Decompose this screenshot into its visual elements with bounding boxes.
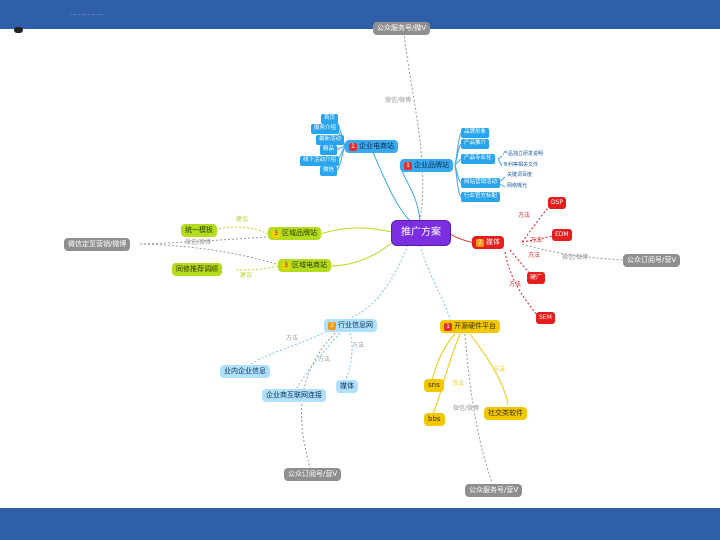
social-child[interactable]: 社交类软件	[484, 407, 527, 420]
branch-brand[interactable]: 1 企业品牌站	[400, 159, 453, 172]
priority-badge: 3	[272, 229, 280, 238]
industry-child[interactable]: 业内企业信息	[220, 365, 270, 378]
edge-label-wechat: 微信/微博	[562, 254, 589, 261]
edge-label-method: 方法	[452, 380, 465, 387]
industry-child[interactable]: 媒体	[336, 380, 358, 393]
central-topic[interactable]: 推广方案	[392, 221, 450, 245]
edge-region-brand	[319, 227, 393, 235]
brand-child[interactable]: 产品推介	[461, 139, 490, 149]
social-public-account-node[interactable]: 公众服务号/营V	[465, 484, 523, 497]
brand-product-detail: 专利等相关文件	[503, 162, 539, 168]
branch-social-label: 开源硬件平台	[454, 322, 496, 330]
branch-region-shop[interactable]: 3 区域电商站	[278, 259, 331, 272]
logo-mark	[14, 27, 23, 33]
priority-badge: 1	[444, 322, 452, 331]
media-child[interactable]: EDM	[552, 229, 572, 241]
new-shop-node[interactable]: 同修推荐调顺	[172, 263, 222, 276]
media-child[interactable]: 硬广	[527, 272, 546, 284]
priority-badge: 2	[476, 238, 484, 247]
branch-social[interactable]: 1 开源硬件平台	[440, 320, 500, 333]
edge-top	[403, 32, 424, 222]
edge-label-suggest: 建议	[240, 272, 253, 279]
brand-child[interactable]: 行业官方标配	[461, 192, 501, 202]
branch-region-brand-label: 区域品牌站	[282, 229, 317, 237]
b2c-child[interactable]: 线下活动介绍	[300, 156, 340, 166]
branch-industry-label: 行业信息网	[338, 321, 373, 329]
bottom-banner	[0, 508, 720, 540]
b2c-child[interactable]: 微信	[320, 166, 338, 176]
edge-label-method: 方法	[509, 281, 522, 288]
b2c-child[interactable]: 精品	[320, 145, 338, 155]
edge-label-method: 方法	[318, 356, 331, 363]
branch-region-brand[interactable]: 3 区域品牌站	[268, 227, 321, 240]
edge-label-method: 方法	[493, 366, 506, 373]
top-banner: ..... ....... ...... .....	[0, 0, 720, 29]
edge-label-method: 方法	[286, 335, 299, 342]
priority-badge: 1	[404, 161, 412, 170]
top-public-account-node[interactable]: 公众服务号/微V	[373, 22, 431, 35]
b2c-child[interactable]: 首页	[321, 114, 339, 124]
priority-badge: 1	[349, 142, 357, 151]
branch-industry[interactable]: 2 行业信息网	[324, 319, 377, 332]
edge-label-wechat: 微信/微博	[453, 405, 480, 412]
industry-child[interactable]: 企业商互联网连接	[262, 389, 326, 402]
b2c-child[interactable]: 服务介绍	[311, 124, 340, 134]
unified-template-node[interactable]: 统一模板	[181, 224, 217, 237]
banner-caption: ..... ....... ...... .....	[70, 11, 104, 16]
edge-label-method: 方法	[530, 237, 543, 244]
brand-product-detail: 产品独立研发说明	[503, 151, 544, 157]
top-edge-label: 微信/微博	[385, 97, 412, 104]
branch-b2c[interactable]: 1 企业电商站	[345, 140, 398, 153]
branch-b2c-label: 企业电商站	[359, 142, 394, 150]
social-child[interactable]: sns	[424, 379, 444, 392]
wechat-mall-node[interactable]: 微信定至营销/微博	[64, 238, 131, 251]
branch-media[interactable]: 2 媒体	[472, 236, 504, 249]
brand-child[interactable]: 品牌形象	[461, 128, 490, 138]
branch-region-shop-label: 区域电商站	[292, 261, 327, 269]
branch-media-label: 媒体	[486, 238, 500, 246]
media-child[interactable]: SEM	[536, 312, 555, 324]
b2c-child[interactable]: 最新活动	[316, 135, 345, 145]
brand-child[interactable]: 网站营销活动	[461, 178, 501, 188]
media-child[interactable]: DSP	[548, 197, 567, 209]
edge-region-shop	[329, 239, 396, 267]
media-public-account-node[interactable]: 公众订阅号/营V	[623, 254, 681, 267]
social-child[interactable]: bbs	[424, 413, 445, 426]
branch-brand-label: 企业品牌站	[414, 161, 449, 169]
edge-label-method: 方法	[518, 212, 531, 219]
edge-label-wechat: 微信/微博	[185, 239, 212, 246]
priority-badge: 2	[328, 321, 336, 330]
priority-badge: 3	[282, 261, 290, 270]
edge-label-method: 方法	[528, 252, 541, 259]
industry-public-account-node[interactable]: 公众订阅号/营V	[284, 468, 342, 481]
edge-label-method: 方法	[352, 342, 365, 349]
edge-industry	[349, 244, 409, 319]
brand-child[interactable]: 产品专业化	[461, 154, 495, 164]
edge-label-suggest: 建议	[236, 216, 249, 223]
edge-social	[419, 244, 451, 321]
brand-campaign-detail: 网络曝光	[507, 183, 528, 189]
edge-b2c	[371, 149, 411, 222]
brand-campaign-detail: 关键词百度	[507, 172, 533, 178]
